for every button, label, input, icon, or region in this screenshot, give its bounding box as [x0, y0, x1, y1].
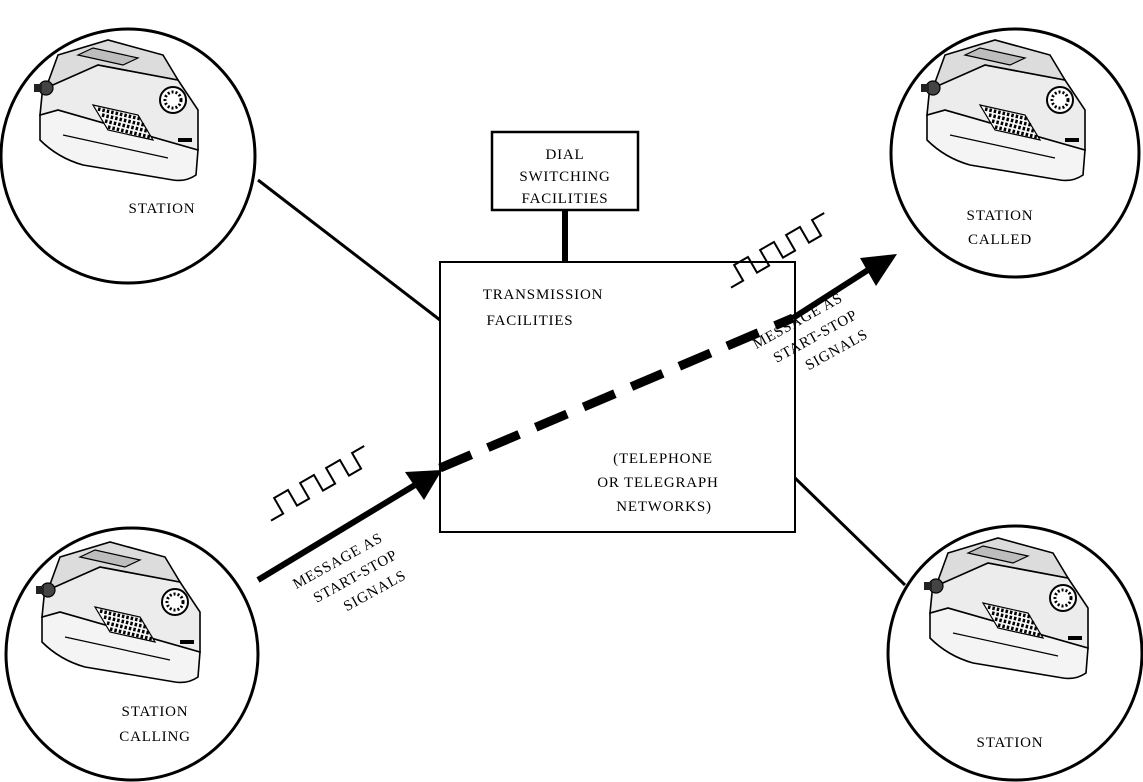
transmission-facilities-box — [439, 261, 796, 533]
station-top-right: STATION CALLED — [889, 27, 1141, 279]
station-sublabel: CALLED — [968, 232, 1032, 248]
transmission-title-2: FACILITIES — [487, 313, 574, 329]
station-label: STATION — [122, 704, 189, 720]
dial-line-3: FACILITIES — [522, 191, 609, 207]
transmission-note-1: (TELEPHONE — [613, 451, 713, 467]
transmission-title-1: TRANSMISSION — [483, 287, 603, 303]
signal-route-dashed — [438, 313, 795, 473]
link-top-left — [257, 178, 441, 322]
dial-switching-box — [490, 130, 640, 212]
station-sublabel: CALLING — [119, 729, 190, 745]
outgoing-signal-label: MESSAGE AS START-STOP SIGNALS — [290, 530, 409, 615]
station-bottom-left: STATION CALLING — [4, 526, 260, 782]
station-label: STATION — [129, 201, 196, 217]
station-label: STATION — [977, 735, 1044, 751]
transmission-note-3: NETWORKS) — [616, 499, 712, 515]
outgoing-signal-line — [256, 482, 417, 583]
transmission-note-2: OR TELEGRAPH — [597, 475, 718, 491]
incoming-signal-line — [791, 267, 870, 321]
station-label: STATION — [967, 208, 1034, 224]
dial-line-2: SWITCHING — [519, 169, 610, 185]
outgoing-arrowhead — [405, 470, 442, 500]
square-wave-icon — [261, 445, 375, 522]
station-bottom-right: STATION — [886, 524, 1143, 782]
dial-line-1: DIAL — [545, 147, 584, 163]
station-top-left: STATION — [0, 27, 257, 285]
incoming-arrowhead — [860, 254, 897, 286]
link-bottom-right — [793, 476, 907, 587]
